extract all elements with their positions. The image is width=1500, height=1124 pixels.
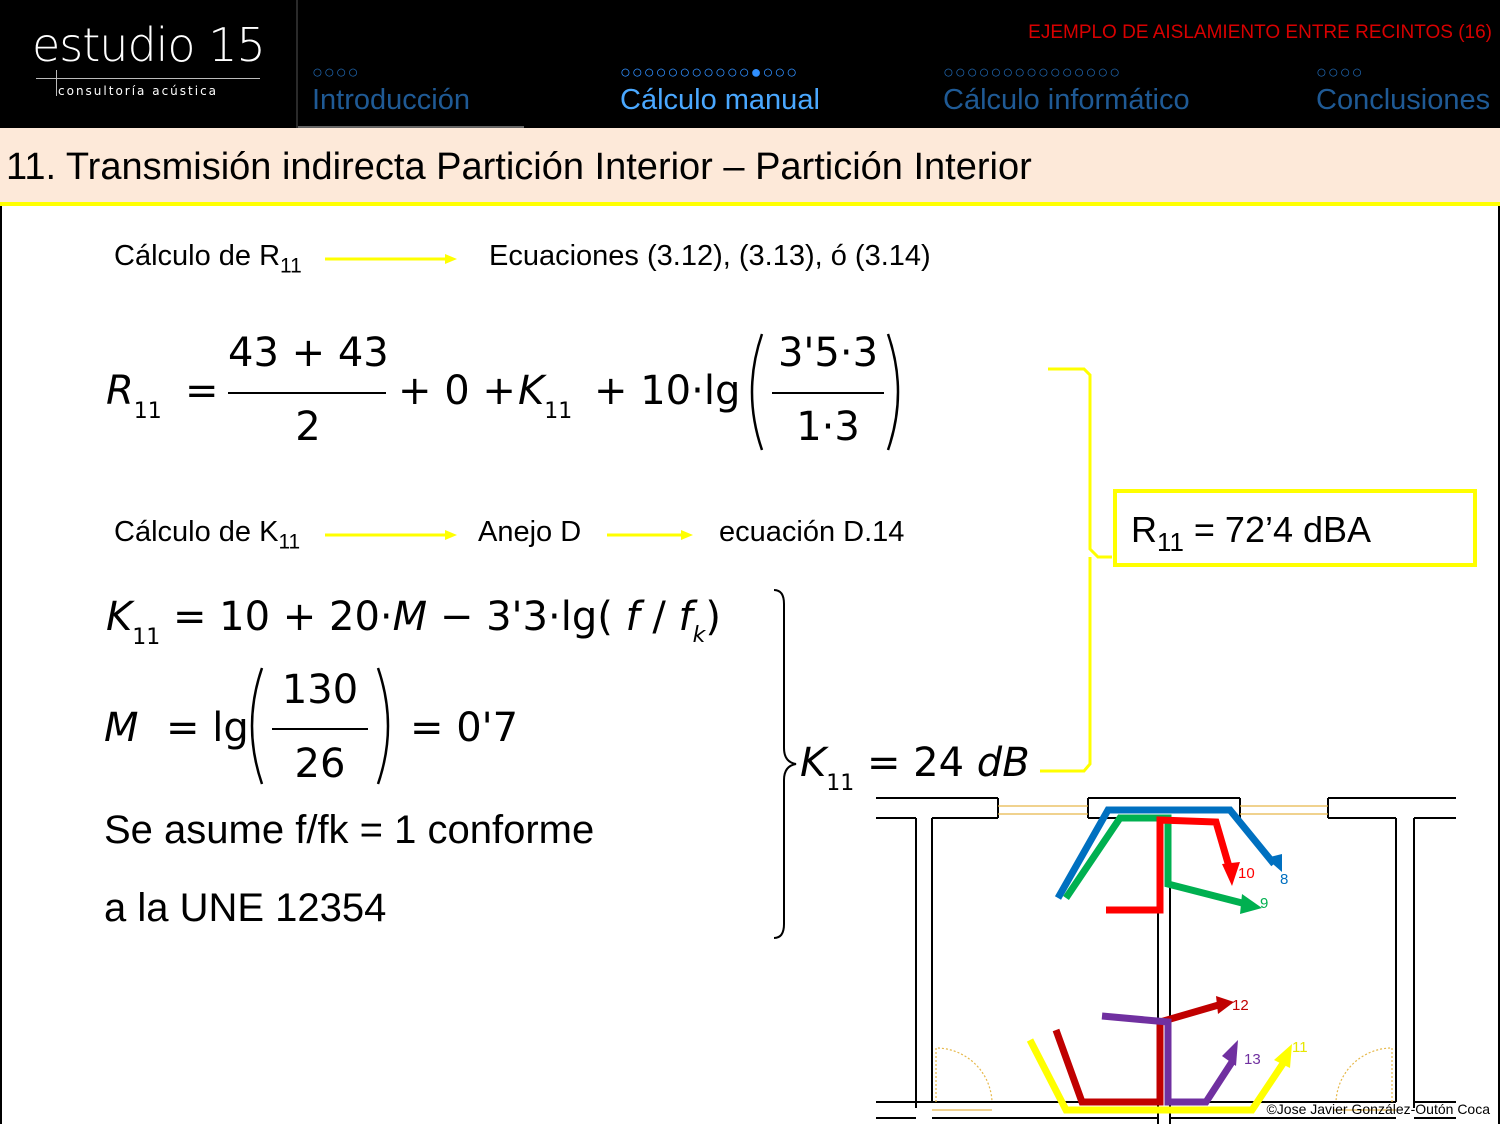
nav-dots-calculo-manual: ○○○○○○○○○○○●○○○ <box>620 62 799 82</box>
nav-item-introduccion[interactable]: Introducción <box>312 84 470 116</box>
result-box: R11 = 72’4 dBA <box>1113 489 1477 567</box>
assumption-line-1: Se asume f/fk = 1 conforme <box>104 808 595 852</box>
step-r11-label: Cálculo de R11 <box>114 240 302 278</box>
path-12: 12 <box>1052 996 1249 1106</box>
eq-m-lhs: M <box>104 705 139 751</box>
step-k11-target-1: Anejo D <box>478 516 582 548</box>
eq-r11-lhs: R11 <box>106 368 162 424</box>
svg-text:8: 8 <box>1280 871 1288 888</box>
arrow-anejo <box>607 530 693 540</box>
svg-text:12: 12 <box>1232 997 1249 1014</box>
eq-m-eq: = lg <box>166 705 249 751</box>
path-11: 11 <box>1026 1038 1308 1114</box>
eq-m-numerator: 130 <box>281 667 359 713</box>
title-bar: 11. Transmisión indirecta Partición Inte… <box>0 128 1500 206</box>
nav-item-calculo-informatico[interactable]: Cálculo informático <box>943 84 1190 116</box>
page-title: 11. Transmisión indirecta Partición Inte… <box>6 146 1032 188</box>
eq-r11-k: K11 <box>518 368 573 424</box>
example-title: EJEMPLO DE AISLAMIENTO ENTRE RECINTOS (1… <box>1028 22 1492 43</box>
svg-text:11: 11 <box>1292 1039 1308 1056</box>
path-10: 10 <box>1106 816 1255 914</box>
nav-underline <box>298 126 524 129</box>
nav-item-calculo-manual[interactable]: Cálculo manual <box>620 84 820 116</box>
eq-r11-equals: = <box>185 368 219 414</box>
frame-left-line <box>0 206 2 1124</box>
eq-r11-numerator: 43 + 43 <box>228 330 389 376</box>
nav-dots-conclusiones: ○○○○ <box>1316 62 1364 82</box>
header-bar: estudio 15 consultoría acústica EJEMPLO … <box>0 0 1500 128</box>
logo: estudio 15 consultoría acústica <box>0 0 298 128</box>
eq-m-parentheses <box>250 667 390 785</box>
brace <box>773 589 797 939</box>
logo-main-text: estudio 15 <box>32 18 266 72</box>
eq-r11-log-numerator: 3'5·3 <box>777 330 879 376</box>
eq-r11-middle: + 0 + <box>398 368 516 414</box>
result-value: R11 = 72’4 dBA <box>1131 509 1372 558</box>
nav-item-conclusiones[interactable]: Conclusiones <box>1316 84 1491 116</box>
path-8: 8 <box>1054 806 1288 900</box>
step-k11-target-2: ecuación D.14 <box>719 516 905 548</box>
eq-r11-log-denominator: 1·3 <box>796 404 860 450</box>
logo-rule <box>36 78 260 79</box>
svg-text:10: 10 <box>1238 865 1255 882</box>
logo-subtitle: consultoría acústica <box>58 84 219 98</box>
eq-r11-fraction-bar <box>228 392 386 394</box>
svg-text:13: 13 <box>1244 1051 1261 1068</box>
step-k11-label: Cálculo de K11 <box>114 516 301 554</box>
nav-dots-calculo-informatico: ○○○○○○○○○○○○○○○ <box>943 62 1122 82</box>
svg-text:9: 9 <box>1260 895 1268 912</box>
eq-k11-result: K11 = 24 dB <box>800 740 1030 796</box>
eq-r11-log-fraction-bar <box>772 392 884 394</box>
assumption-line-2: a la UNE 12354 <box>104 886 387 930</box>
windows-doors <box>932 805 1396 1111</box>
floor-plan-diagram: 8 9 10 11 12 13 <box>876 797 1456 1124</box>
arrow-r11 <box>325 254 457 264</box>
copyright: ©Jose Javier González-Outón Coca <box>1266 1101 1490 1117</box>
eq-r11-log-term: + 10·lg <box>594 368 741 414</box>
path-13: 13 <box>1101 1012 1261 1106</box>
eq-k11: K11 = 10 + 20·M − 3'3·lg( f / fk) <box>106 594 721 650</box>
step-r11-target: Ecuaciones (3.12), (3.13), ó (3.14) <box>489 240 931 272</box>
nav-dots-introduccion: ○○○○ <box>312 62 360 82</box>
logo-vertical-rule <box>56 70 57 96</box>
arrow-k11 <box>325 530 457 540</box>
eq-r11-parentheses <box>750 333 900 451</box>
eq-m-result: = 0'7 <box>410 705 519 751</box>
frame-right-line <box>1498 206 1500 1124</box>
eq-r11-denominator: 2 <box>295 404 321 450</box>
connector-bracket <box>1040 367 1112 773</box>
eq-m-denominator: 26 <box>294 741 346 787</box>
eq-m-fraction-bar <box>272 728 368 730</box>
